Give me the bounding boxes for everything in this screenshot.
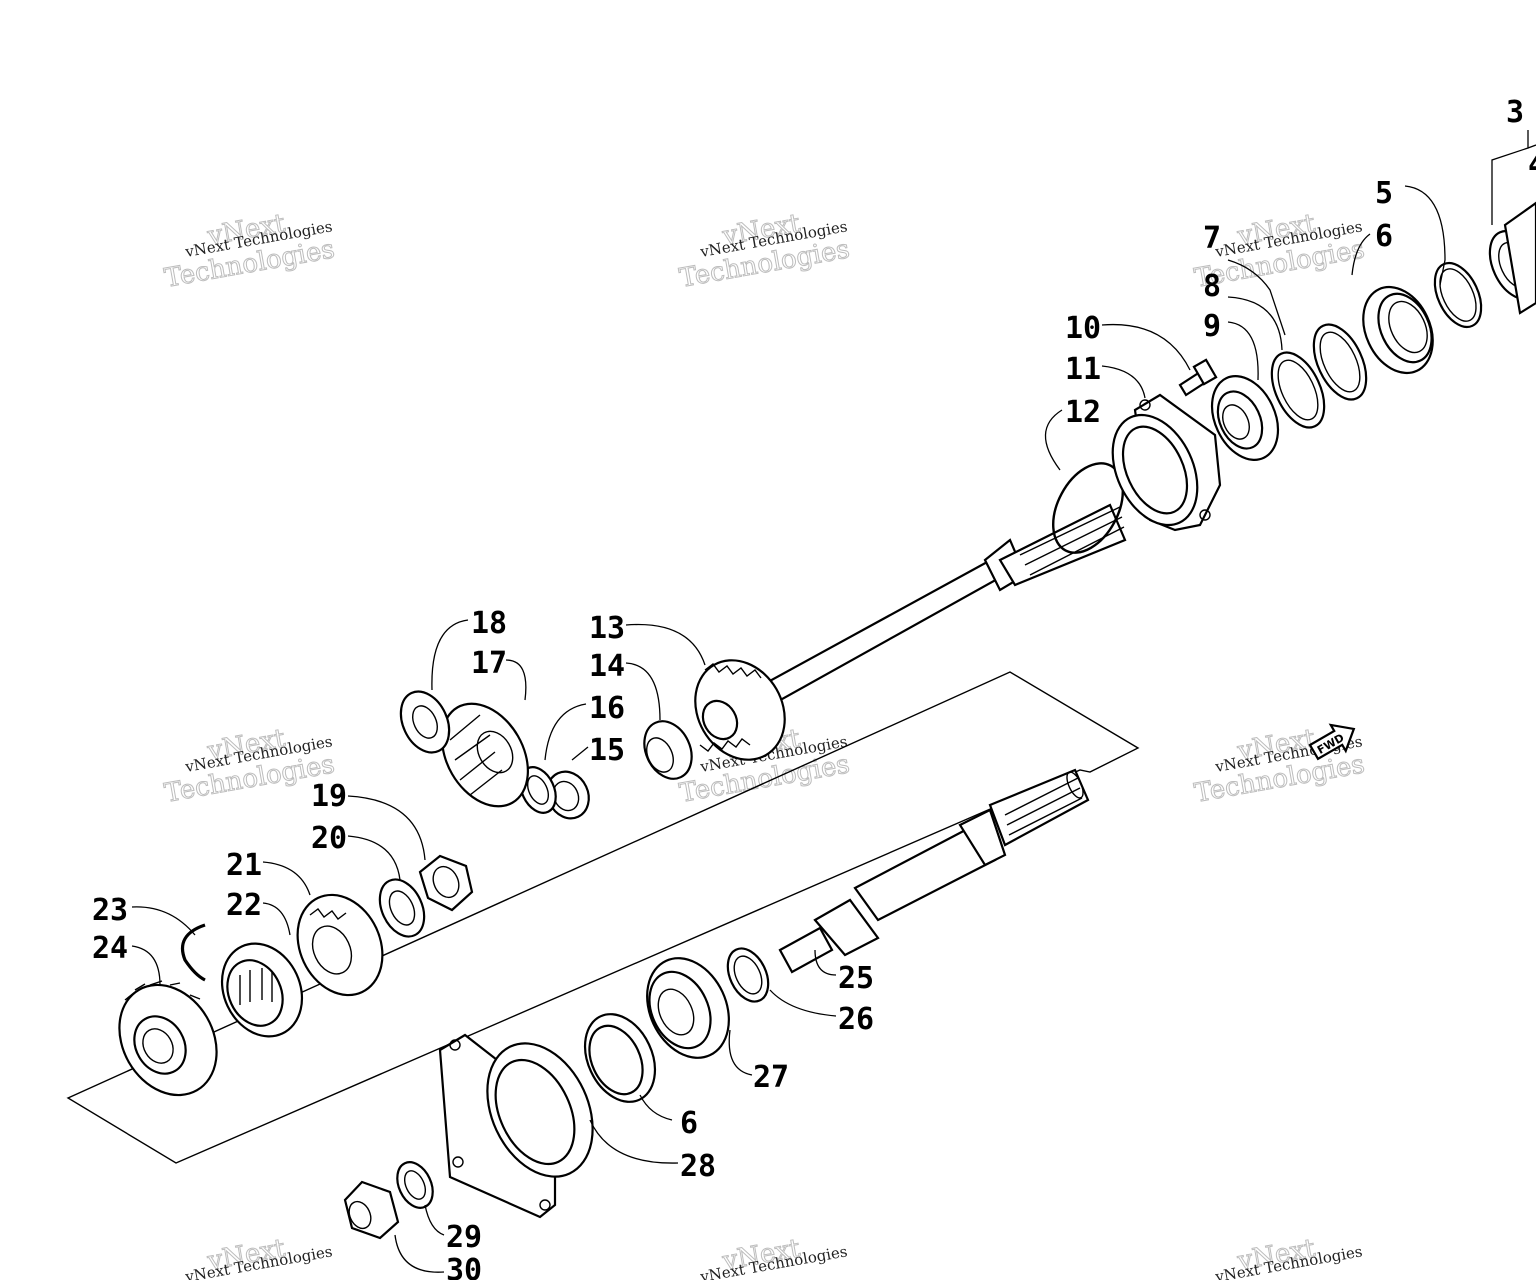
callout-7: 7	[1203, 221, 1221, 256]
callout-18: 18	[471, 606, 507, 641]
callout-24: 24	[92, 931, 128, 966]
ring-8	[1270, 351, 1326, 429]
washer-18	[399, 690, 451, 754]
bearing-22	[220, 942, 304, 1038]
bevel-gear-17	[441, 702, 529, 808]
callout-13: 13	[589, 611, 625, 646]
ring-5	[1433, 261, 1483, 329]
callout-22: 22	[226, 888, 262, 923]
callout-3: 3	[1506, 95, 1524, 130]
callout-23: 23	[92, 893, 128, 928]
callout-10: 10	[1065, 311, 1101, 346]
bearing-housing-11	[1111, 393, 1222, 532]
callout-29: 29	[446, 1220, 482, 1255]
snap-ring-23	[180, 923, 206, 982]
ring-gear-24	[118, 980, 218, 1097]
callout-labels: 3 4 5 6 7 8 9 10 11 12 13 14 15 16 17 18…	[92, 95, 1536, 1280]
pinion-gear-13	[694, 659, 786, 761]
nut-30	[343, 1180, 400, 1240]
callout-8: 8	[1203, 269, 1221, 304]
washer-16-inner	[526, 775, 550, 805]
callout-6-lower: 6	[680, 1106, 698, 1141]
seal-6-upper	[1362, 285, 1434, 375]
callout-6: 6	[1375, 219, 1393, 254]
bearing-27	[646, 957, 730, 1059]
leader-lines	[131, 130, 1536, 1273]
bushing-14	[643, 720, 693, 780]
bevel-gear-21	[296, 893, 384, 997]
callout-11: 11	[1065, 352, 1101, 387]
snap-ring-7-inner	[1319, 331, 1361, 393]
callout-4: 4	[1528, 148, 1536, 183]
nut-19	[418, 854, 474, 912]
ring-26	[726, 947, 770, 1003]
watermark: vNext Technologies vNext Technologies	[677, 208, 853, 294]
bearing-housing-28	[438, 1033, 594, 1219]
sub-assembly-frame	[66, 671, 1140, 1164]
callout-9: 9	[1203, 309, 1221, 344]
housing-3-4	[1488, 201, 1536, 315]
callout-15: 15	[589, 733, 625, 768]
seal-6-lower	[583, 1013, 657, 1103]
washer-29-inner	[403, 1170, 427, 1200]
output-shaft-25	[778, 768, 1090, 974]
callout-5: 5	[1375, 176, 1393, 211]
callout-26: 26	[838, 1002, 874, 1037]
washer-18-inner	[412, 705, 438, 739]
watermark: vNext Technologies vNext Technologies	[162, 208, 338, 294]
watermark: vNext vNext Technologies	[183, 1233, 334, 1280]
washer-20-inner	[388, 890, 416, 926]
ring-8-inner	[1277, 359, 1319, 421]
callout-16: 16	[589, 691, 625, 726]
ring-26-inner	[733, 955, 763, 995]
bolt-10	[1178, 358, 1218, 397]
callout-27: 27	[753, 1060, 789, 1095]
callout-28: 28	[680, 1149, 716, 1184]
callout-30: 30	[446, 1253, 482, 1280]
bearing-9	[1210, 375, 1280, 461]
callout-12: 12	[1065, 395, 1101, 430]
watermark: vNext vNext Technologies	[1213, 1233, 1364, 1280]
callout-14: 14	[589, 649, 625, 684]
callout-17: 17	[471, 646, 507, 681]
watermark: vNext Technologies vNext Technologies	[1192, 723, 1368, 809]
snap-ring-7	[1312, 323, 1368, 401]
callout-21: 21	[226, 848, 262, 883]
watermark: vNext vNext Technologies	[698, 1233, 849, 1280]
washer-29	[396, 1161, 434, 1209]
o-ring-12	[1052, 462, 1124, 554]
upper-shaft	[733, 503, 1127, 720]
callout-25: 25	[838, 961, 874, 996]
ring-5-inner	[1439, 268, 1477, 322]
callout-20: 20	[311, 821, 347, 856]
callout-19: 19	[311, 779, 347, 814]
